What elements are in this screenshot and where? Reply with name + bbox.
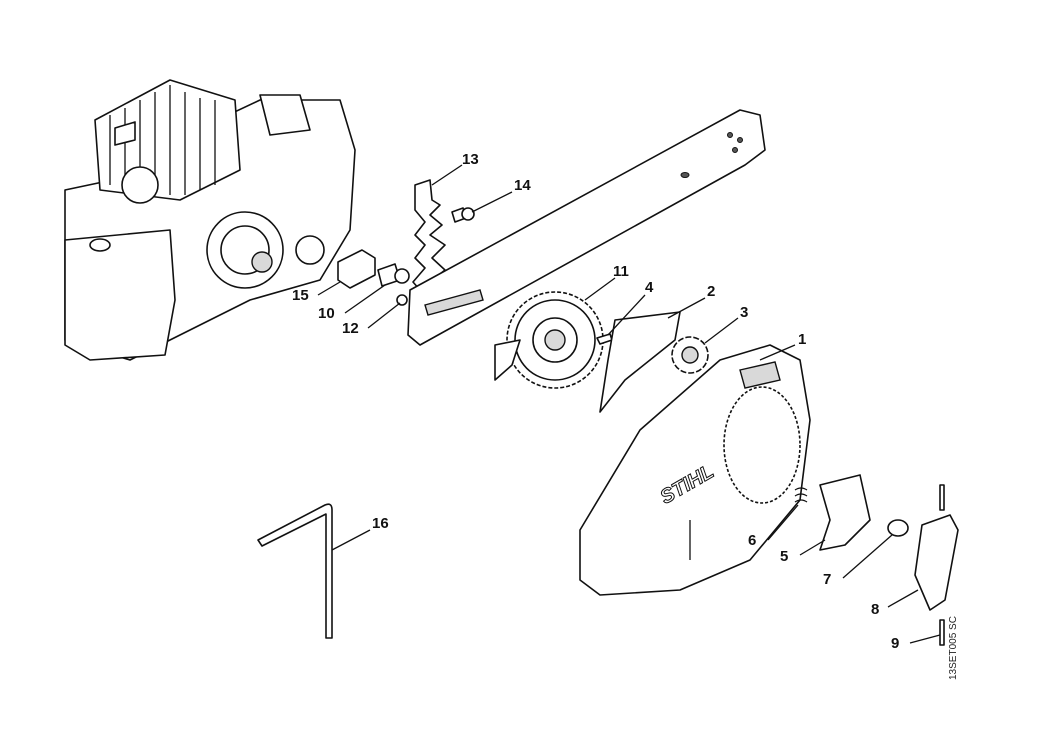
part-12 <box>396 294 408 306</box>
callout-16: 16 <box>372 515 389 532</box>
callout-10: 10 <box>318 305 335 322</box>
callout-1: 1 <box>798 331 807 348</box>
part-14 <box>451 207 475 223</box>
callout-4: 4 <box>645 279 654 296</box>
part-5 <box>819 474 871 551</box>
part-9 <box>939 484 945 646</box>
callout-5: 5 <box>780 548 789 565</box>
part-6 <box>794 487 808 503</box>
callout-11: 11 <box>613 263 629 280</box>
part-11 <box>494 291 604 389</box>
callout-12: 12 <box>342 320 359 337</box>
callout-9: 9 <box>891 635 900 652</box>
part-1-sprocket-cover: STIHL <box>579 344 811 596</box>
callout-14: 14 <box>514 177 531 194</box>
callout-13: 13 <box>462 151 479 168</box>
part-8 <box>914 514 959 611</box>
callout-3: 3 <box>740 304 749 321</box>
part-2 <box>599 311 681 413</box>
part-16-allen-key <box>257 503 333 639</box>
part-10 <box>377 263 410 287</box>
leader-lines <box>317 164 941 644</box>
callout-2: 2 <box>707 283 716 300</box>
guide-bar <box>407 109 766 346</box>
drawing-code: 13SET005 SC <box>948 616 959 680</box>
part-15 <box>337 249 376 289</box>
callout-7: 7 <box>823 571 832 588</box>
callout-15: 15 <box>292 287 309 304</box>
part-7 <box>887 519 909 537</box>
engine-housing <box>64 79 356 361</box>
callout-6: 6 <box>748 532 757 549</box>
callout-8: 8 <box>871 601 880 618</box>
